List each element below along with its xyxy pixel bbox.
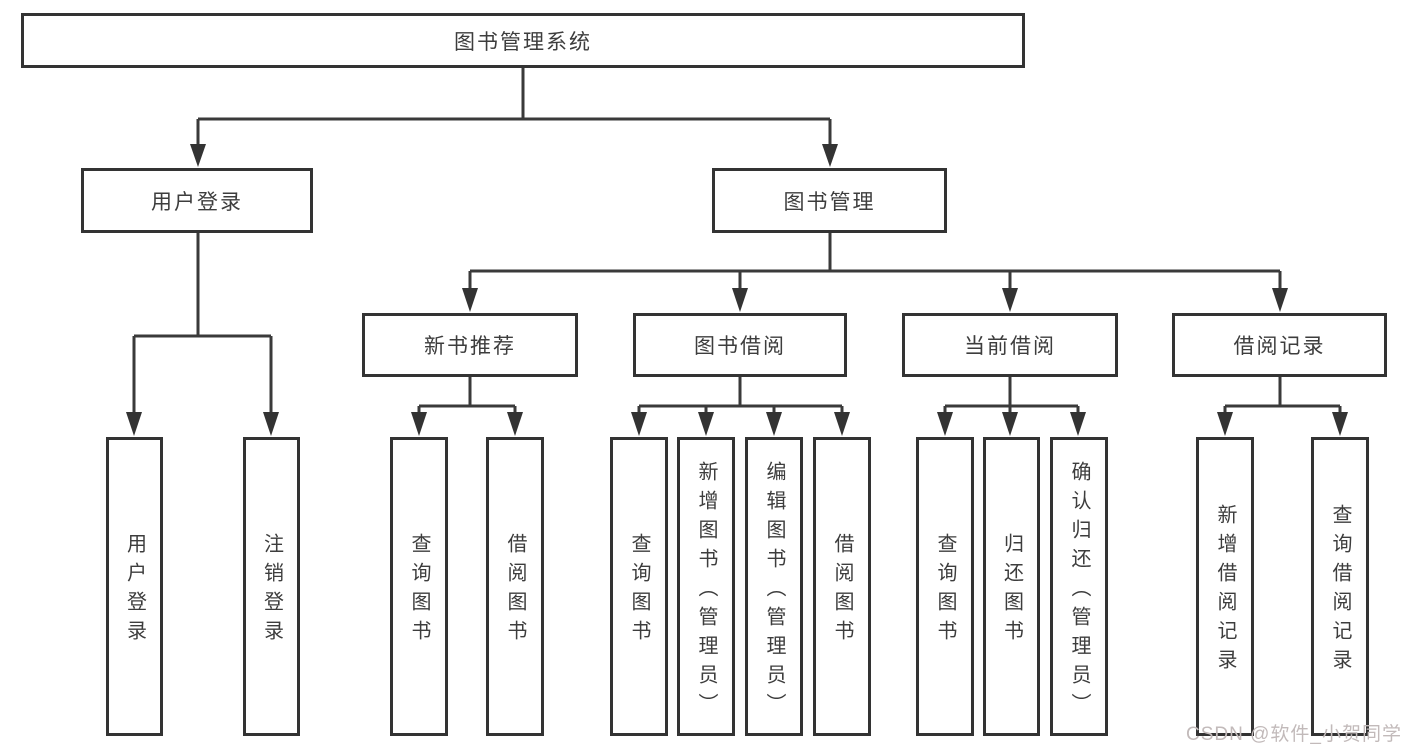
leaf-label: 查询图书: [408, 533, 430, 649]
node-query-books-borrowing: 查询图书: [610, 437, 668, 736]
node-query-borrow-record: 查询借阅记录: [1311, 437, 1369, 736]
node-user-login-leaf: 用户登录: [106, 437, 163, 736]
csdn-watermark: CSDN @软件_小贺同学: [1186, 724, 1402, 745]
node-query-books-current: 查询图书: [916, 437, 974, 736]
node-confirm-return-admin: 确认归还（管理员）: [1050, 437, 1108, 736]
leaf-label: 借阅图书: [831, 533, 853, 649]
node-book-borrowing: 图书借阅: [633, 313, 847, 377]
node-add-book-admin: 新增图书（管理员）: [677, 437, 735, 736]
node-user-login-branch: 用户登录: [81, 168, 313, 233]
leaf-label: 查询借阅记录: [1329, 504, 1351, 678]
leaf-label: 归还图书: [1000, 533, 1023, 649]
node-borrow-books-recommend: 借阅图书: [486, 437, 544, 736]
node-borrow-books-borrowing: 借阅图书: [813, 437, 871, 736]
node-new-book-recommendation: 新书推荐: [362, 313, 578, 377]
leaf-label: 确认归还（管理员）: [1068, 460, 1090, 722]
leaf-label: 查询图书: [628, 533, 650, 649]
node-borrowing-records: 借阅记录: [1172, 313, 1387, 377]
node-add-borrow-record: 新增借阅记录: [1196, 437, 1254, 736]
leaf-label: 新增借阅记录: [1214, 504, 1236, 678]
leaf-label: 新增图书（管理员）: [695, 460, 717, 722]
leaf-label: 借阅图书: [504, 533, 526, 649]
node-logout-leaf: 注销登录: [243, 437, 300, 736]
node-edit-book-admin: 编辑图书（管理员）: [745, 437, 803, 736]
leaf-label: 注销登录: [260, 533, 283, 649]
leaf-label: 编辑图书（管理员）: [763, 460, 785, 722]
node-query-books-recommend: 查询图书: [390, 437, 448, 736]
node-book-management-branch: 图书管理: [712, 168, 947, 233]
node-library-management-system: 图书管理系统: [21, 13, 1025, 68]
node-return-book: 归还图书: [983, 437, 1040, 736]
leaf-label: 查询图书: [934, 533, 956, 649]
node-current-borrowing: 当前借阅: [902, 313, 1118, 377]
leaf-label: 用户登录: [123, 533, 146, 649]
